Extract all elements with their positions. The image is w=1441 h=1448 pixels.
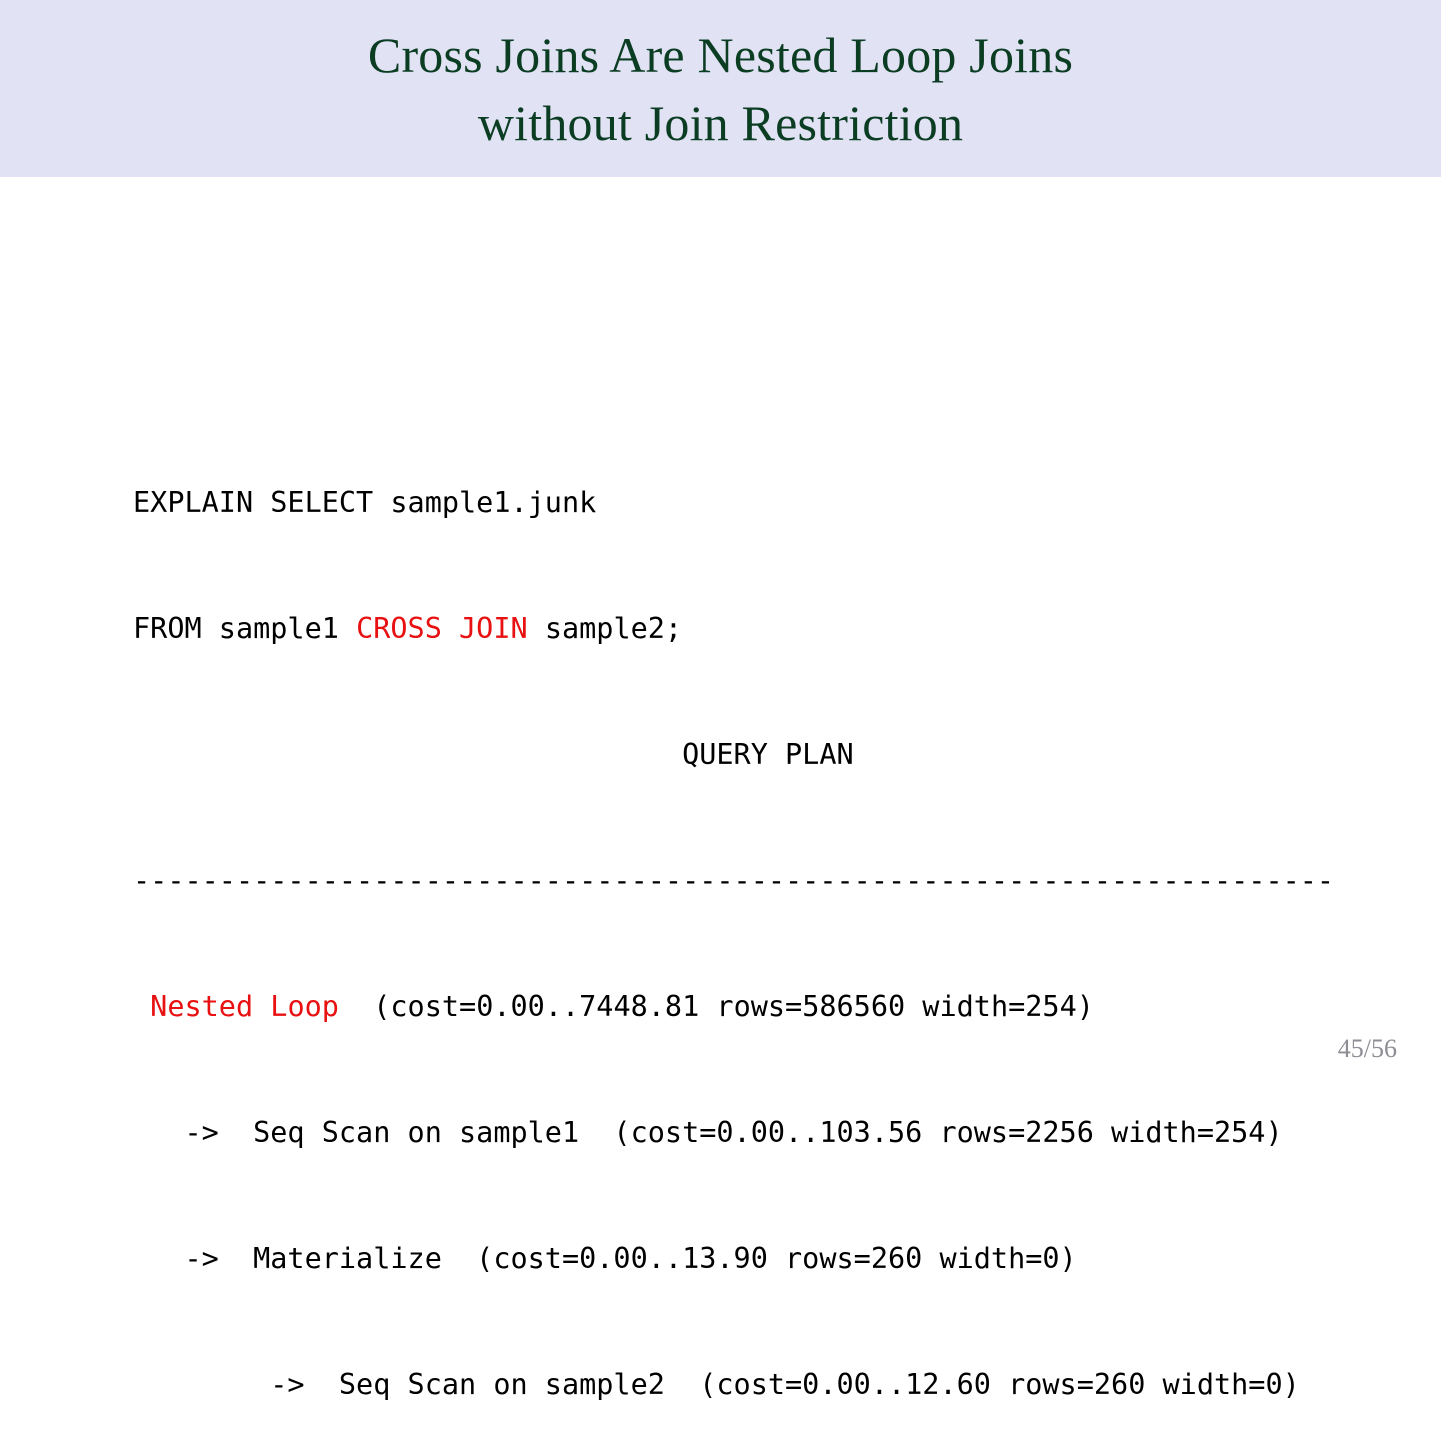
- code-line-nested-loop: Nested Loop (cost=0.00..7448.81 rows=586…: [133, 986, 1334, 1028]
- code-line-explain-select: EXPLAIN SELECT sample1.junk: [133, 486, 597, 519]
- slide-title-line-1: Cross Joins Are Nested Loop Joins: [367, 26, 1074, 83]
- code-line-from-cross-join: FROM sample1 CROSS JOIN sample2;: [133, 608, 1334, 650]
- code-line-query-plan-header: QUERY PLAN: [133, 738, 854, 771]
- sql-explain-code-block: EXPLAIN SELECT sample1.junk FROM sample1…: [133, 398, 1334, 1448]
- slide-title-banner: Cross Joins Are Nested Loop Joins withou…: [0, 0, 1441, 177]
- page-number: 45/56: [1337, 1034, 1397, 1063]
- code-line-separator-rule: ----------------------------------------…: [133, 864, 1335, 897]
- code-table-sample2: sample2;: [527, 612, 683, 645]
- keyword-cross-join: CROSS JOIN: [356, 612, 528, 645]
- code-line-seq-scan-sample1: -> Seq Scan on sample1 (cost=0.00..103.5…: [133, 1116, 1283, 1149]
- code-nested-loop-cost: (cost=0.00..7448.81 rows=586560 width=25…: [338, 990, 1094, 1023]
- slide-title-line-2: without Join Restriction: [477, 94, 964, 151]
- code-line-materialize: -> Materialize (cost=0.00..13.90 rows=26…: [133, 1242, 1077, 1275]
- code-nested-loop-indent: [133, 990, 150, 1023]
- code-line-seq-scan-sample2: -> Seq Scan on sample2 (cost=0.00..12.60…: [133, 1368, 1300, 1401]
- code-from-clause: FROM sample1: [133, 612, 357, 645]
- plan-node-nested-loop: Nested Loop: [150, 990, 339, 1023]
